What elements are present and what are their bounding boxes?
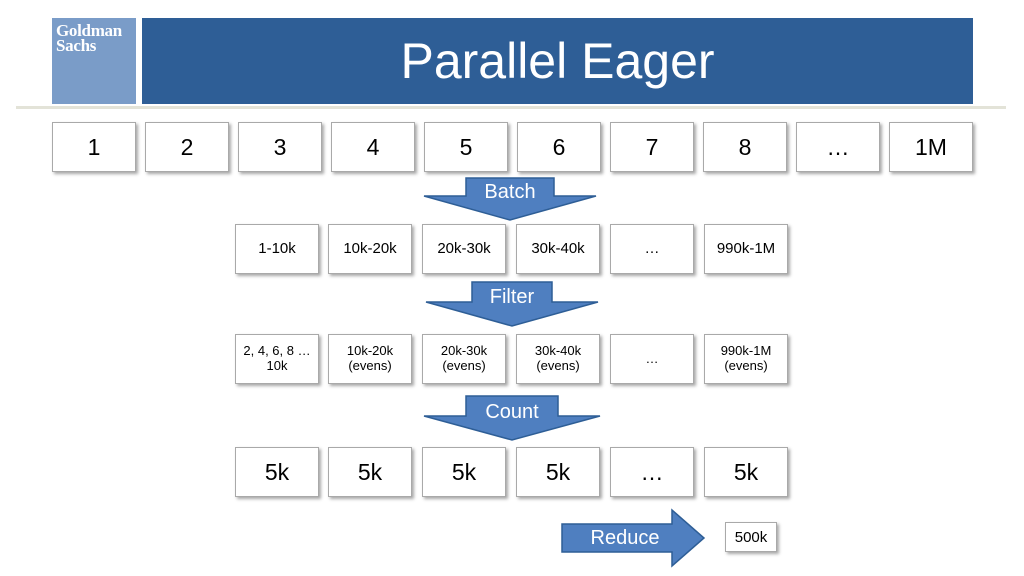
filtered-line-2: (evens)	[442, 358, 486, 373]
element-box: 1M	[889, 122, 973, 172]
element-box: 5	[424, 122, 508, 172]
filtered-line-1: 20k-30k	[440, 343, 488, 359]
goldman-sachs-logo: Goldman Sachs	[52, 18, 136, 104]
filtered-line-1: 990k-1M	[720, 343, 772, 359]
count-box: 5k	[422, 447, 506, 497]
batch-box: 1-10k	[235, 224, 319, 274]
filtered-line-2: (evens)	[724, 358, 768, 373]
element-box: 2	[145, 122, 229, 172]
filtered-line-2: (evens)	[348, 358, 392, 373]
filtered-box: 2, 4, 6, 8 …10k	[235, 334, 319, 384]
filtered-box: 10k-20k(evens)	[328, 334, 412, 384]
element-box: 3	[238, 122, 322, 172]
batch-box: 20k-30k	[422, 224, 506, 274]
count-box: 5k	[516, 447, 600, 497]
filtered-box: …	[610, 334, 694, 384]
filtered-line-2: 10k	[266, 358, 288, 373]
logo-line-1: Goldman	[56, 21, 122, 40]
filtered-box: 990k-1M(evens)	[704, 334, 788, 384]
element-box: 6	[517, 122, 601, 172]
header-divider	[16, 106, 1006, 109]
filtered-line-2: (evens)	[536, 358, 580, 373]
filtered-line-1: 30k-40k	[534, 343, 582, 359]
element-box: 1	[52, 122, 136, 172]
batch-arrow-icon	[423, 177, 597, 221]
title-bar: Parallel Eager	[142, 18, 973, 104]
count-arrow-icon	[423, 395, 601, 441]
filtered-box: 20k-30k(evens)	[422, 334, 506, 384]
batch-box: 30k-40k	[516, 224, 600, 274]
count-box: …	[610, 447, 694, 497]
batch-label: Batch	[484, 181, 536, 203]
slide-title: Parallel Eager	[400, 33, 715, 89]
batch-box: 10k-20k	[328, 224, 412, 274]
reduce-arrow-icon	[561, 508, 706, 568]
reduce-label: Reduce	[590, 527, 660, 549]
filter-arrow-icon	[425, 281, 599, 327]
count-box: 5k	[328, 447, 412, 497]
count-box: 5k	[235, 447, 319, 497]
result-box: 500k	[725, 522, 777, 552]
filter-label: Filter	[489, 286, 535, 308]
logo-line-2: Sachs	[56, 36, 97, 55]
filtered-line-1: 10k-20k	[346, 343, 394, 359]
batch-box: …	[610, 224, 694, 274]
element-box: 8	[703, 122, 787, 172]
element-box: …	[796, 122, 880, 172]
element-box: 4	[331, 122, 415, 172]
count-label: Count	[485, 401, 539, 423]
filtered-box: 30k-40k(evens)	[516, 334, 600, 384]
element-box: 7	[610, 122, 694, 172]
filtered-line-1: …	[645, 350, 659, 366]
filtered-line-1: 2, 4, 6, 8 …	[243, 343, 311, 359]
count-box: 5k	[704, 447, 788, 497]
batch-box: 990k-1M	[704, 224, 788, 274]
